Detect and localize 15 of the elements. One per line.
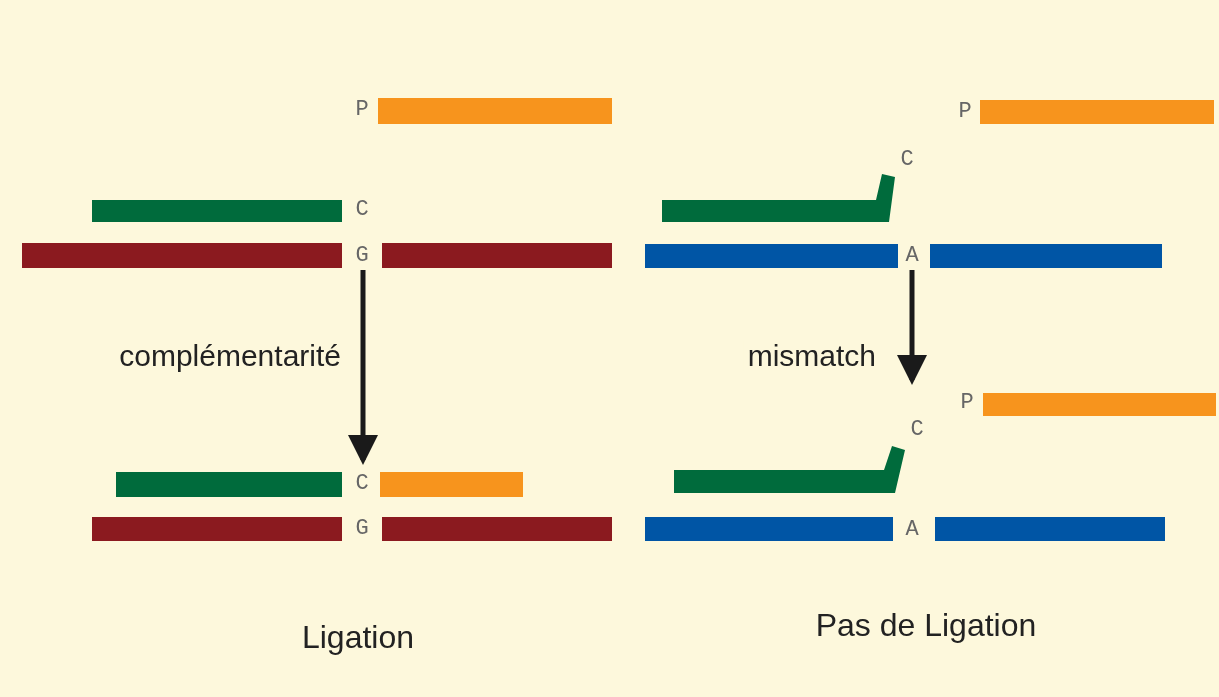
base-letter: P [960, 392, 974, 414]
base-letter: C [910, 419, 924, 441]
base-letter: C [900, 149, 914, 171]
caption: Pas de Ligation [815, 609, 1037, 641]
base-letter: A [905, 245, 919, 267]
caption: Ligation [301, 621, 415, 653]
base-letter: C [355, 473, 369, 495]
arrow [897, 270, 927, 385]
base-letter: P [355, 99, 369, 121]
base-letter: G [355, 245, 369, 267]
base-letter: A [905, 519, 919, 541]
base-letter: P [958, 101, 972, 123]
base-letter: C [355, 199, 369, 221]
base-letter: G [355, 518, 369, 540]
arrow [348, 270, 378, 465]
